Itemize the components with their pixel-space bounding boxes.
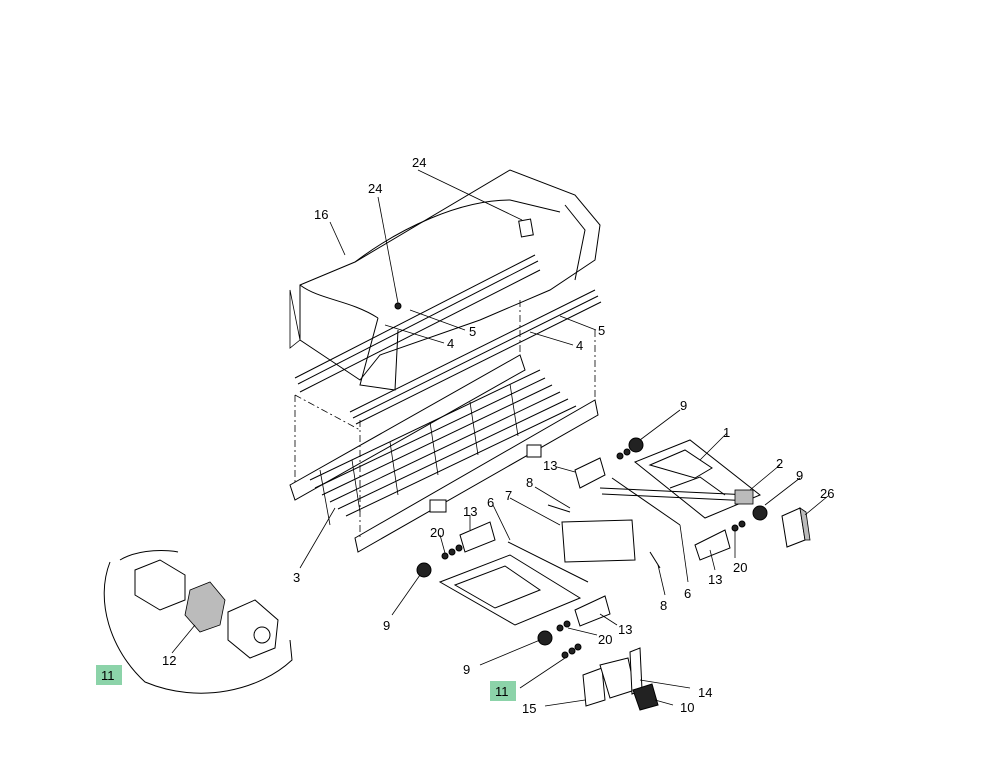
callout-6-lower: 6 (684, 586, 691, 601)
callout-4-right: 4 (576, 338, 583, 353)
callout-5-right: 5 (598, 323, 605, 338)
callout-9-bottom: 9 (463, 662, 470, 677)
callout-6-upper: 6 (487, 495, 494, 510)
gears-part-9 (416, 437, 768, 646)
tray-assembly (438, 477, 681, 626)
drive-assembly (561, 643, 659, 711)
callout-9-left: 9 (383, 618, 390, 633)
leader-lines (171, 169, 829, 707)
callout-20-left: 20 (430, 525, 444, 540)
callout-9-top: 9 (680, 398, 687, 413)
shaft-part-2 (599, 487, 754, 505)
callout-10: 10 (680, 700, 694, 715)
coupling-inset (103, 549, 293, 694)
callout-11-right: 11 (495, 684, 509, 699)
callout-7: 7 (505, 488, 512, 503)
rails (294, 254, 602, 425)
callout-9-right: 9 (796, 468, 803, 483)
callout-8-lower: 8 (660, 598, 667, 613)
callout-2: 2 (776, 456, 783, 471)
highlight-box-11-left (96, 665, 122, 685)
callout-1: 1 (723, 425, 730, 440)
callout-3: 3 (293, 570, 300, 585)
callout-24-top: 24 (412, 155, 426, 170)
washers-part-20 (441, 448, 746, 632)
callout-16: 16 (314, 207, 328, 222)
callout-20-bottom: 20 (598, 632, 612, 647)
callout-4-left: 4 (447, 336, 454, 351)
callout-13-mid: 13 (463, 504, 477, 519)
callout-14: 14 (698, 685, 712, 700)
callout-labels: 24 24 16 5 4 5 4 9 1 13 2 9 26 8 6 7 13 … (101, 155, 834, 716)
callout-24-left: 24 (368, 181, 382, 196)
block-part-26 (781, 507, 811, 548)
callout-13-right: 13 (708, 572, 722, 587)
tray-part-1 (634, 439, 761, 519)
frame-assembly (289, 300, 599, 553)
highlight-box-11-right (490, 681, 516, 701)
callout-12: 12 (162, 653, 176, 668)
callout-20-right: 20 (733, 560, 747, 575)
brackets-part-13 (459, 457, 731, 627)
callout-26: 26 (820, 486, 834, 501)
callout-11-left: 11 (101, 668, 115, 683)
callout-5-left: 5 (469, 324, 476, 339)
callout-13-bottom: 13 (618, 622, 632, 637)
callout-8-upper: 8 (526, 475, 533, 490)
callout-13-upper: 13 (543, 458, 557, 473)
callout-15: 15 (522, 701, 536, 716)
